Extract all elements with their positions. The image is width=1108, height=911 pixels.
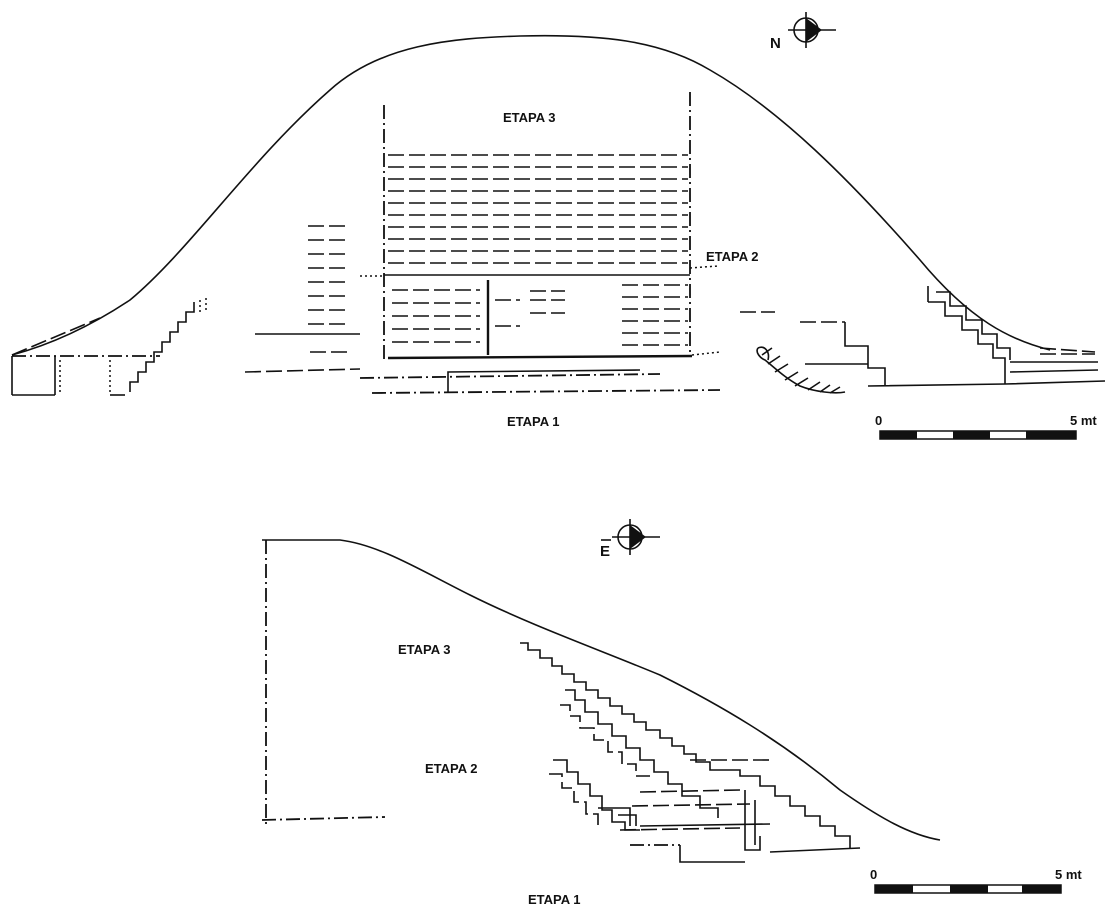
- east-inner-stair-b: [549, 773, 599, 826]
- north-etapa3-block: [360, 92, 719, 360]
- east-inner-stair-a: [553, 759, 640, 831]
- east-scale-bar: 0 5 mt: [870, 867, 1082, 894]
- east-label-etapa1: ETAPA 1: [528, 892, 581, 907]
- north-arrow-icon: N: [770, 12, 836, 52]
- north-mound-profile: [11, 34, 1051, 356]
- east-arrow-icon: E: [600, 519, 660, 560]
- north-scale-bar: 0 5 mt: [875, 413, 1097, 440]
- east-middle-stair: [565, 689, 719, 818]
- north-rubble-hatch: [756, 346, 846, 394]
- east-outer-stair: [520, 642, 851, 848]
- east-arrow-letter: E: [600, 543, 610, 560]
- east-inner-box: [598, 807, 637, 826]
- east-base-line: [261, 816, 386, 821]
- east-mound-profile: [262, 539, 941, 841]
- north-scale-end: 5 mt: [1070, 413, 1097, 428]
- north-scale-start: 0: [875, 413, 882, 428]
- east-label-etapa2: ETAPA 2: [425, 761, 478, 776]
- north-left-courses: [244, 225, 361, 373]
- east-courses: [619, 759, 861, 863]
- north-profile-right-dashed: [1039, 347, 1096, 353]
- east-scale-start: 0: [870, 867, 877, 882]
- east-label-etapa3: ETAPA 3: [398, 642, 451, 657]
- north-label-etapa1: ETAPA 1: [507, 414, 560, 429]
- east-section: ETAPA 3 ETAPA 2 ETAPA 1 E 0 5 mt: [261, 519, 1082, 907]
- north-etapa1-base: [359, 369, 721, 394]
- north-label-etapa3: ETAPA 3: [503, 110, 556, 125]
- north-right-stairs: [740, 286, 1106, 387]
- north-profile-left-dashed: [11, 317, 101, 356]
- north-left-stair: [129, 302, 195, 392]
- east-scale-end: 5 mt: [1055, 867, 1082, 882]
- north-left-base: [11, 355, 160, 396]
- north-etapa2-block: [387, 280, 721, 360]
- north-arrow-letter: N: [770, 35, 781, 52]
- north-section: ETAPA 3 ETAPA 2 ETAPA 1 N 0 5 mt: [11, 12, 1106, 440]
- north-label-etapa2: ETAPA 2: [706, 249, 759, 264]
- east-middle-stair-dashed: [560, 704, 650, 777]
